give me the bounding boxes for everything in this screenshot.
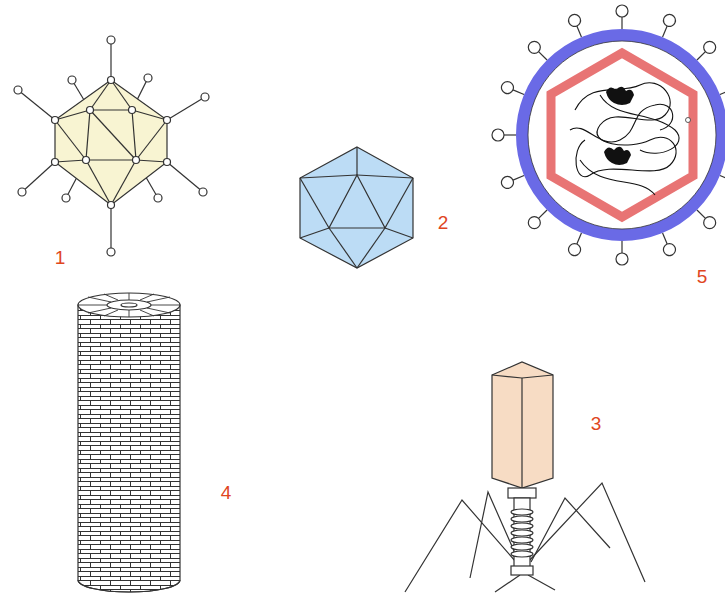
helical-rod-virus <box>78 293 180 592</box>
callout-number: 1 <box>55 248 66 267</box>
spiked-icosahedron <box>14 36 209 256</box>
bacteriophage <box>405 362 645 592</box>
icosahedron <box>300 147 413 268</box>
callout-number: 5 <box>697 267 708 286</box>
callout-number: 2 <box>438 213 449 232</box>
enveloped-virus <box>492 5 725 265</box>
callout-number: 3 <box>591 414 602 433</box>
callout-number: 4 <box>221 483 232 502</box>
